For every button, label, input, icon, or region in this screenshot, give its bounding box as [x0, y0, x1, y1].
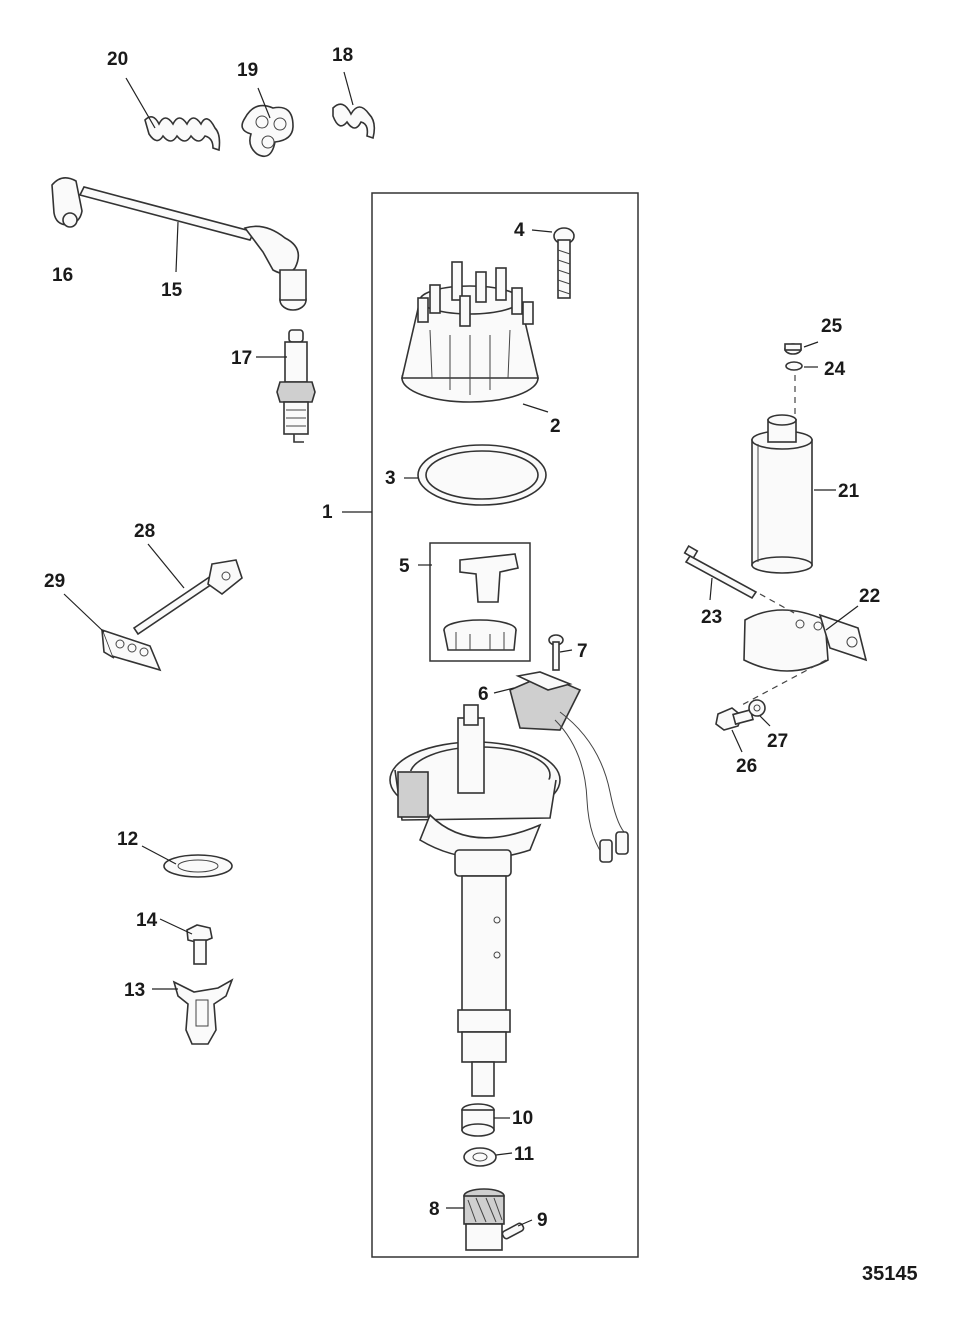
- callout-21: 21: [838, 481, 860, 502]
- callout-29: 29: [44, 571, 65, 592]
- bracket-bolt: [683, 544, 758, 600]
- cap-screw: [553, 227, 575, 299]
- callout-14: 14: [136, 910, 158, 931]
- wire-separator-three-hole: [241, 104, 294, 158]
- wire-separator-five-part: [144, 116, 221, 152]
- coil-lock-washer: [785, 361, 803, 371]
- callout-23: 23: [701, 607, 722, 628]
- callout-6: 6: [478, 684, 489, 705]
- bracket-mount-washer: [748, 699, 766, 717]
- callout-9: 9: [537, 1210, 548, 1231]
- spark-plug-wire: [51, 177, 307, 311]
- coil-bracket: [743, 609, 868, 672]
- bracket-bolt-line: [759, 593, 797, 615]
- leader-lines: [63, 71, 859, 1227]
- callout-1: 1: [322, 502, 333, 523]
- callout-22: 22: [859, 586, 880, 607]
- figure-number: 35145: [862, 1263, 918, 1285]
- callout-15: 15: [161, 280, 183, 301]
- callout-3: 3: [385, 468, 396, 489]
- ignition-module: [509, 671, 629, 863]
- hold-down-bolt: [186, 924, 213, 965]
- callout-16: 16: [52, 265, 73, 286]
- callout-28: 28: [134, 521, 155, 542]
- callout-2: 2: [550, 416, 561, 437]
- callout-4: 4: [514, 220, 525, 241]
- shaft-bushing: [461, 1103, 495, 1137]
- gear-pin: [501, 1222, 525, 1240]
- callout-13: 13: [124, 980, 145, 1001]
- callout-11: 11: [514, 1144, 535, 1165]
- callout-20: 20: [107, 49, 128, 70]
- rotor-kit: [429, 542, 531, 662]
- callout-5: 5: [399, 556, 410, 577]
- module-screw: [548, 634, 564, 671]
- callout-19: 19: [237, 60, 258, 81]
- distributor-assembly-frame: [371, 192, 639, 1258]
- callout-18: 18: [332, 45, 353, 66]
- callout-12: 12: [117, 829, 138, 850]
- callout-10: 10: [512, 1108, 533, 1129]
- distributor-cap: [400, 261, 540, 403]
- callout-24: 24: [824, 359, 846, 380]
- callout-27: 27: [767, 731, 788, 752]
- wire-separator-two-loop: [332, 103, 376, 140]
- ignition-coil: [751, 414, 813, 574]
- hold-down-clamp: [172, 978, 234, 1045]
- callout-25: 25: [821, 316, 843, 337]
- cap-seal-ring: [417, 444, 547, 506]
- shaft-washer: [463, 1147, 497, 1167]
- distributor-housing: [389, 704, 561, 1097]
- bracket-mount-bolt: [715, 707, 754, 731]
- callout-26: 26: [736, 756, 757, 777]
- ground-strap: [132, 559, 243, 636]
- coil-nut: [784, 343, 802, 355]
- callout-7: 7: [577, 641, 588, 662]
- base-gasket: [163, 854, 233, 878]
- callout-8: 8: [429, 1199, 440, 1220]
- spark-plug: [276, 329, 316, 443]
- drive-gear: [463, 1188, 505, 1251]
- terminal-block: [100, 628, 162, 672]
- bracket-mount-line: [739, 659, 827, 707]
- callout-17: 17: [231, 348, 252, 369]
